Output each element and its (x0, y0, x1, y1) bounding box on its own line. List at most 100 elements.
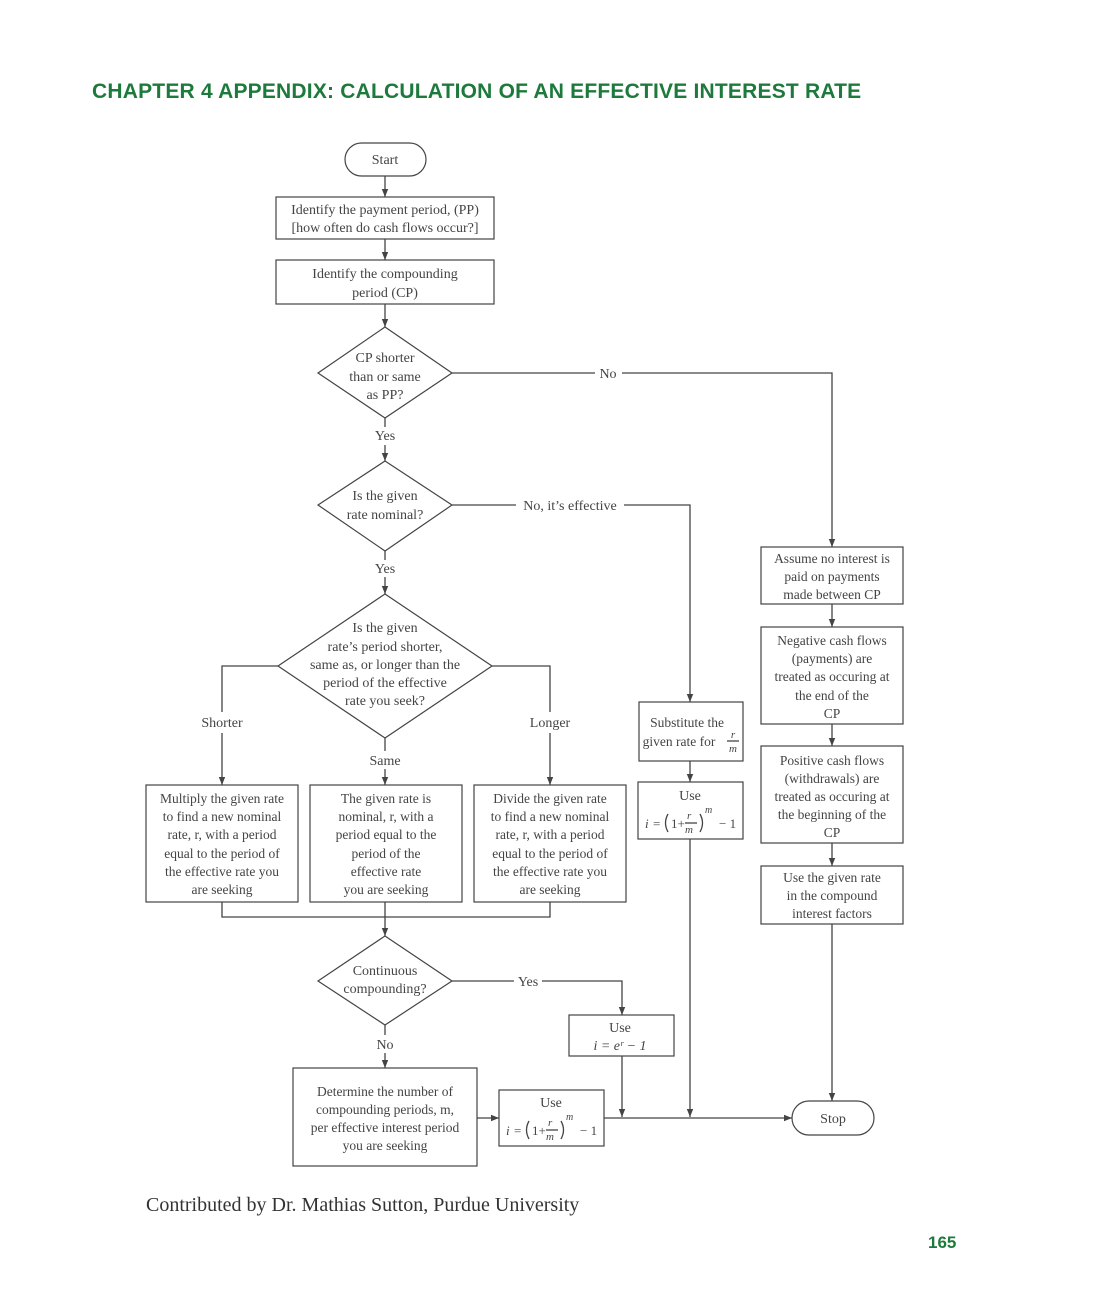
identify-pp-line-2: [how often do cash flows occur?] (292, 221, 479, 236)
use-formula-right-label: Use (679, 789, 701, 804)
line-no-right (622, 372, 836, 547)
label-same: Same (369, 754, 400, 769)
decision-period-line-4: period of the effective (323, 676, 447, 691)
svg-text:m: m (685, 824, 693, 836)
label-yes-continuous: Yes (518, 975, 538, 990)
positive-line-5: CP (824, 825, 841, 840)
assume-line-2: paid on payments (784, 569, 879, 584)
negative-line-2: (payments) are (792, 651, 873, 666)
line-cont-yes-right (542, 980, 626, 1015)
multiply-line-3: rate, r, with a period (168, 827, 277, 842)
start-label: Start (372, 153, 399, 168)
negative-cash-box (760, 626, 904, 725)
same-line-4: period of the (352, 846, 421, 861)
label-no: No (599, 367, 616, 382)
svg-text:m: m (729, 743, 737, 755)
use-given-line-1: Use the given rate (783, 870, 881, 885)
decision-nominal-line-1: Is the given (352, 489, 417, 504)
negative-line-4: the end of the (795, 688, 869, 703)
use-formula-bottom-box (498, 1089, 605, 1147)
divide-line-1: Divide the given rate (493, 791, 607, 806)
decision-continuous-line-2: compounding? (343, 982, 426, 997)
label-no-continuous: No (376, 1038, 393, 1053)
use-exponential-box (568, 1014, 675, 1057)
determine-line-2: compounding periods, m, (316, 1102, 454, 1117)
label-yes-2: Yes (375, 562, 395, 577)
decision-continuous-diamond (316, 935, 454, 1026)
decision-period-line-2: rate’s period shorter, (328, 640, 443, 655)
identify-cp-line-1: Identify the compounding (312, 267, 457, 282)
determine-line-3: per effective interest period (311, 1120, 460, 1135)
identify-cp-box (275, 259, 495, 305)
same-line-3: period equal to the (336, 827, 437, 842)
label-no-effective: No, it’s effective (523, 499, 616, 514)
start-terminal (344, 142, 427, 177)
contributor-credit: Contributed by Dr. Mathias Sutton, Purdu… (146, 1194, 580, 1216)
decision-nominal-line-2: rate nominal? (347, 508, 424, 523)
decision-nominal-diamond (316, 460, 454, 552)
positive-line-3: treated as occuring at (774, 789, 889, 804)
decision-cp-line-1: CP shorter (356, 351, 415, 366)
divide-box (473, 784, 627, 903)
multiply-line-2: to find a new nominal (163, 809, 282, 824)
connectors (218, 176, 836, 1122)
multiply-line-6: are seeking (191, 882, 252, 897)
substitute-line-2: given rate for (643, 734, 716, 749)
negative-line-5: CP (824, 706, 841, 721)
line-effective-right (624, 504, 694, 702)
divide-line-2: to find a new nominal (491, 809, 610, 824)
line-shorter-a (221, 665, 278, 712)
r-over-m-fraction: r m (727, 729, 739, 755)
positive-line-4: the beginning of the (778, 807, 886, 822)
divide-line-6: are seeking (519, 882, 580, 897)
same-line-1: The given rate is (341, 791, 431, 806)
multiply-line-1: Multiply the given rate (160, 791, 284, 806)
decision-continuous-line-1: Continuous (353, 964, 418, 979)
decision-period-line-5: rate you seek? (345, 694, 425, 709)
use-formula-right-box (637, 781, 744, 840)
svg-text:m: m (566, 1112, 573, 1123)
identify-pp-box (275, 196, 495, 240)
substitute-line-1: Substitute the (650, 715, 724, 730)
decision-cp-line-2: than or same (349, 370, 421, 385)
svg-text:m: m (705, 805, 712, 816)
label-shorter: Shorter (201, 716, 243, 731)
label-longer: Longer (530, 716, 571, 731)
use-given-line-3: interest factors (792, 906, 872, 921)
determine-box (292, 1067, 478, 1167)
decision-period-line-3: same as, or longer than the (310, 658, 460, 673)
svg-text:− 1: − 1 (580, 1123, 597, 1138)
identify-cp-line-2: period (CP) (352, 286, 418, 301)
decision-period-diamond (276, 593, 494, 739)
assume-line-1: Assume no interest is (774, 551, 890, 566)
use-formula-bottom-label: Use (540, 1096, 562, 1111)
multiply-line-4: equal to the period of (164, 846, 280, 861)
svg-text:=: = (514, 1123, 521, 1138)
decision-period-line-1: Is the given (352, 621, 417, 636)
stop-label: Stop (820, 1112, 846, 1127)
assume-line-3: made between CP (783, 587, 880, 602)
svg-text:1+: 1+ (671, 816, 685, 831)
positive-cash-box (760, 745, 904, 844)
determine-line-1: Determine the number of (317, 1084, 454, 1099)
same-line-2: nominal, r, with a (338, 809, 433, 824)
svg-text:r: r (731, 729, 736, 741)
stop-terminal (791, 1100, 875, 1136)
divide-line-4: equal to the period of (492, 846, 608, 861)
same-line-5: effective rate (351, 864, 422, 879)
svg-text:i: i (506, 1123, 510, 1138)
page-title: CHAPTER 4 APPENDIX: CALCULATION OF AN EF… (92, 80, 862, 103)
identify-pp-line-1: Identify the payment period, (PP) (291, 203, 479, 218)
line-longer-a (492, 665, 551, 712)
positive-line-1: Positive cash flows (780, 753, 884, 768)
decision-cp-line-3: as PP? (367, 388, 404, 403)
svg-text:i: i (645, 816, 649, 831)
assume-box (760, 546, 904, 605)
multiply-line-5: the effective rate you (165, 864, 279, 879)
same-box (309, 784, 463, 903)
same-line-6: you are seeking (344, 882, 429, 897)
svg-text:r: r (687, 810, 692, 822)
svg-text:− 1: − 1 (719, 816, 736, 831)
page-number: 165 (928, 1233, 957, 1252)
